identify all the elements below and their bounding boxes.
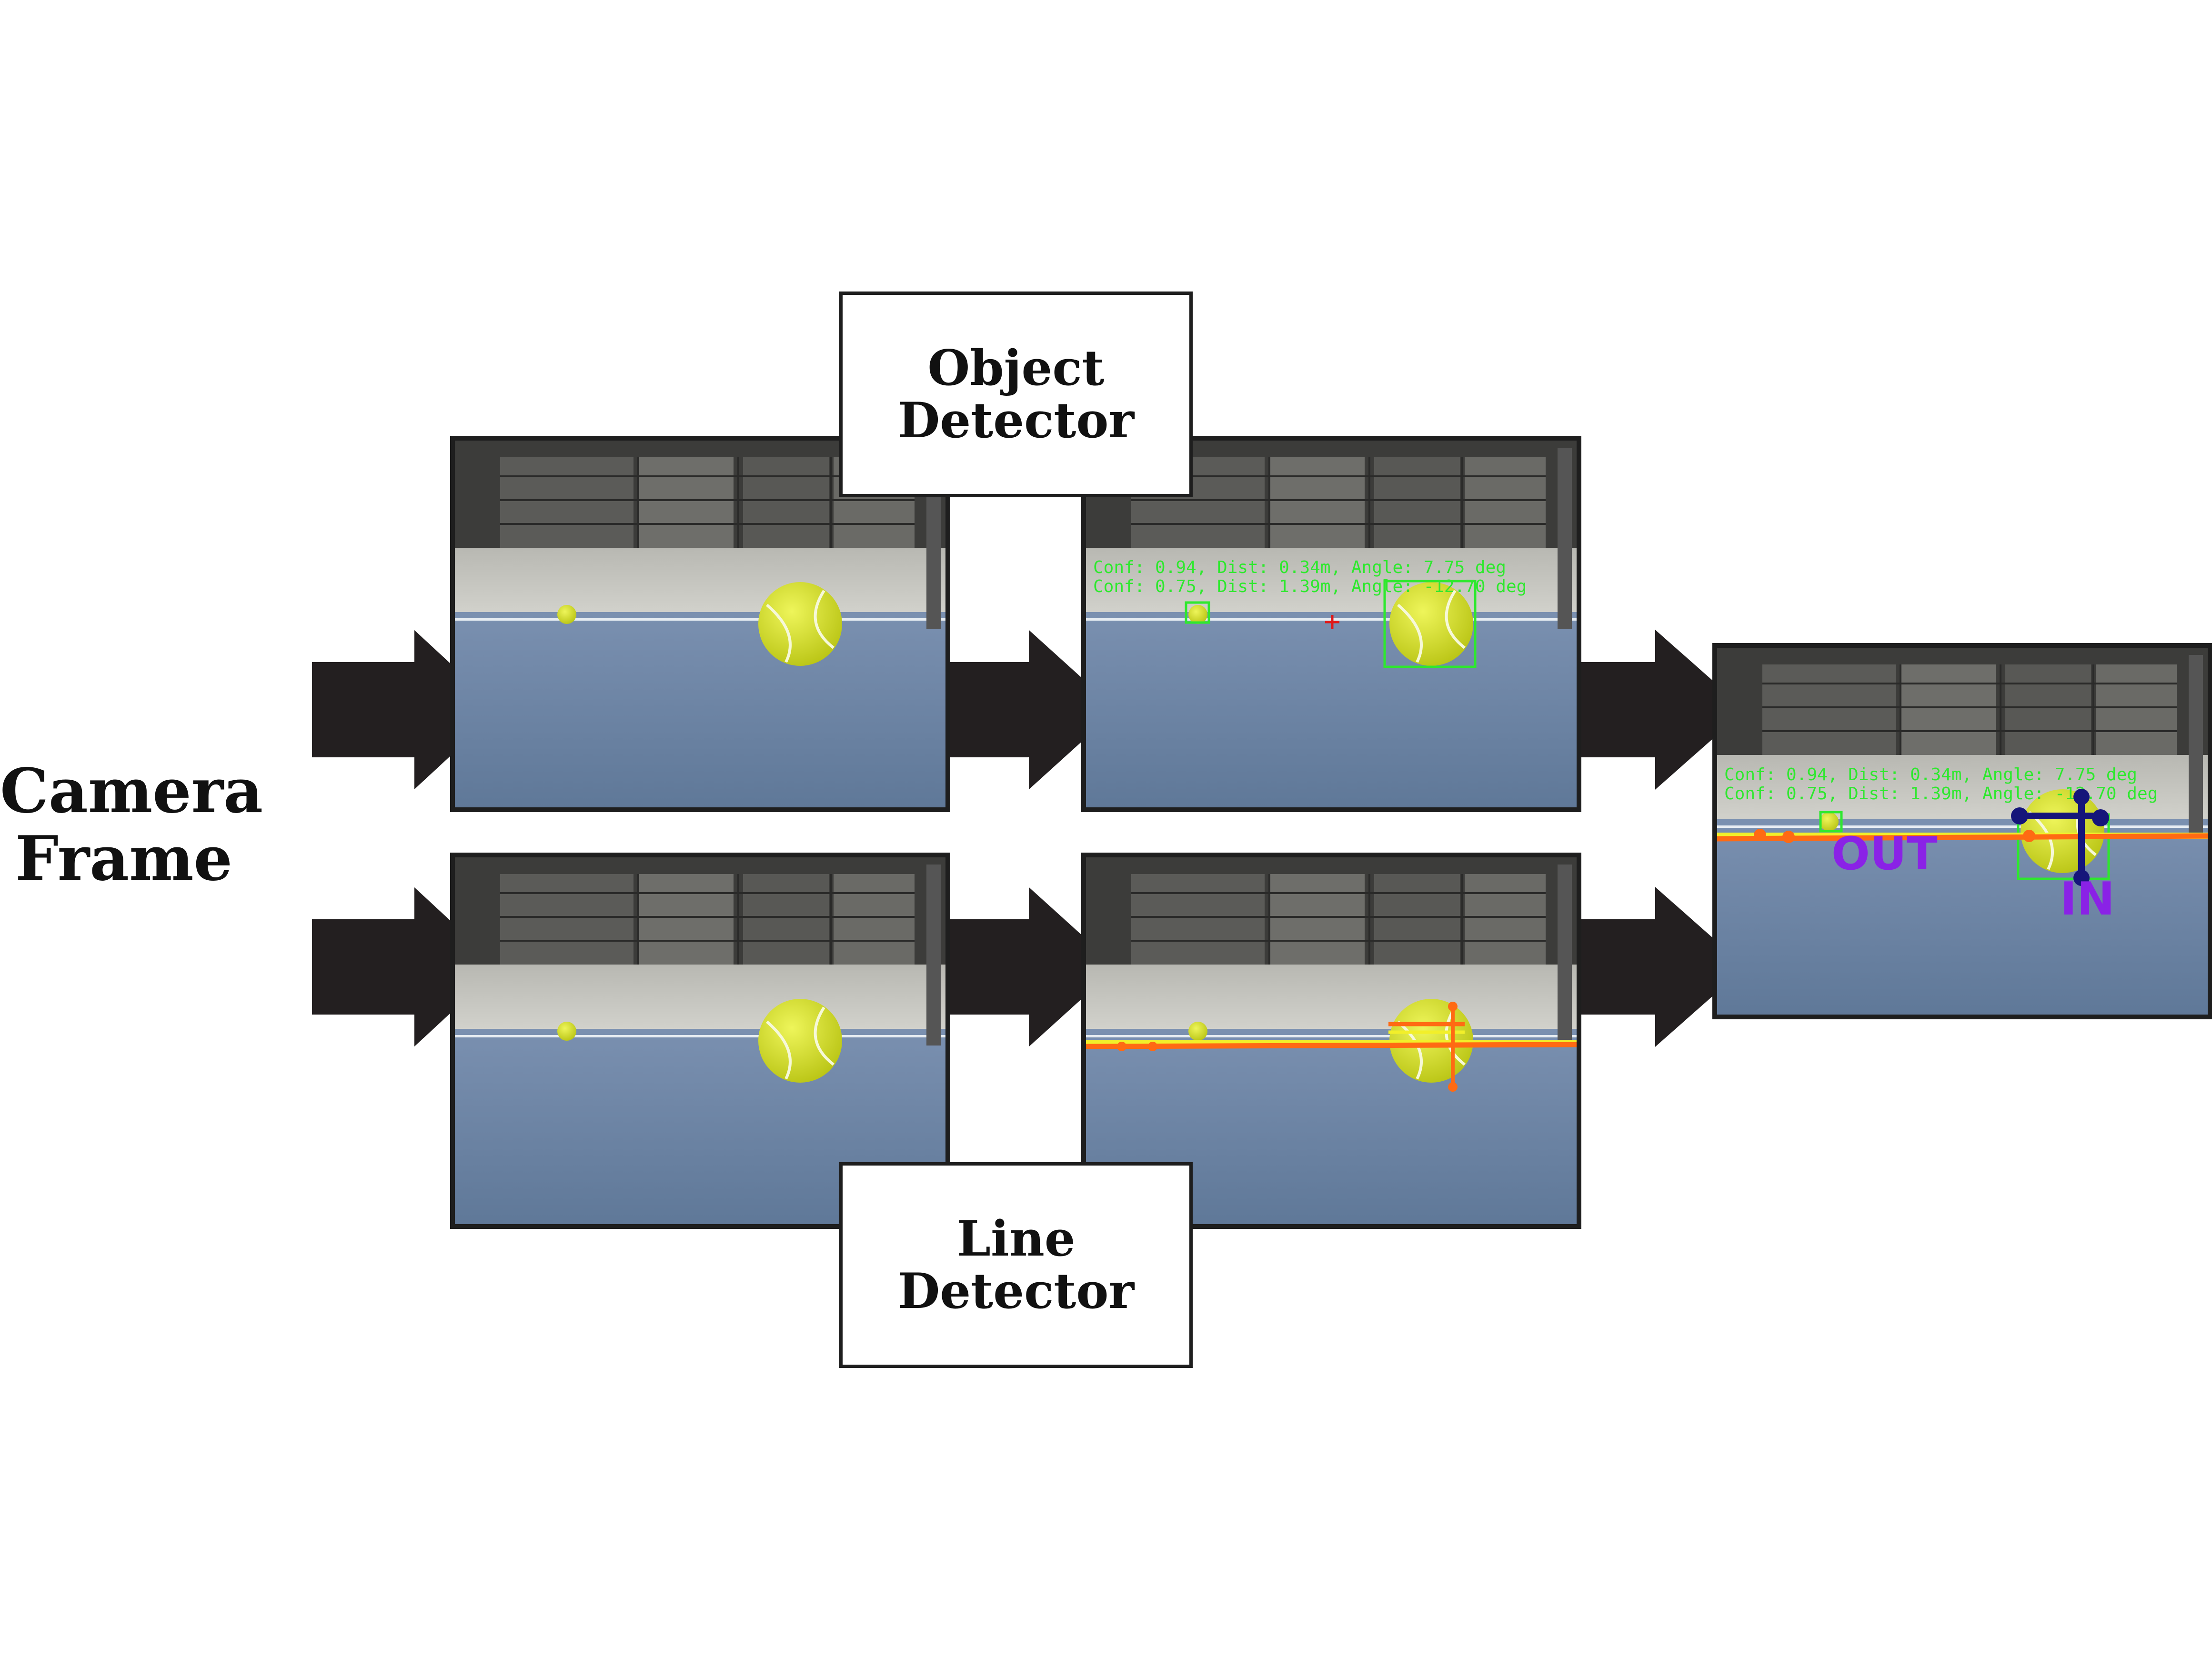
verdict-out: OUT <box>1831 828 1938 880</box>
object-detector-box: Object Detector <box>839 292 1193 497</box>
line-detector-box: Line Detector <box>839 1162 1193 1368</box>
object-detection-frame: Conf: 0.94, Dist: 0.34m, Angle: 7.75 deg… <box>1081 436 1581 812</box>
line-detector-label-line-1: Line <box>956 1210 1076 1267</box>
object-detector-label-line-2: Detector <box>897 392 1135 449</box>
fused-detection-text-2: Conf: 0.75, Dist: 1.39m, Angle: -12.70 d… <box>1724 784 2158 804</box>
camera-frame-label-line-2: Frame <box>15 823 232 895</box>
center-crosshair <box>1325 615 1339 629</box>
camera-frame-label-line-1: Camera <box>0 755 263 827</box>
line-detector-label-line-2: Detector <box>897 1263 1135 1320</box>
object-detector-label-line-1: Object <box>927 340 1105 397</box>
fused-result-frame: Conf: 0.94, Dist: 0.34m, Angle: 7.75 deg… <box>1712 643 2212 1019</box>
fused-box-small-ball <box>1819 811 1843 833</box>
detection-text-1: Conf: 0.94, Dist: 0.34m, Angle: 7.75 deg <box>1093 558 1506 577</box>
camera-frame-label: Camera Frame <box>0 755 263 895</box>
camera-frame-bottom <box>450 853 950 1229</box>
camera-frame-top <box>450 436 950 812</box>
contact-marker <box>2011 789 2109 886</box>
fused-detection-text-1: Conf: 0.94, Dist: 0.34m, Angle: 7.75 deg <box>1724 765 2137 784</box>
verdict-in: IN <box>2060 873 2115 925</box>
detection-box-small-ball <box>1185 601 1210 624</box>
line-detection-frame <box>1081 853 1581 1229</box>
detected-court-line <box>1083 1042 1579 1049</box>
detection-box-large-ball <box>1383 580 1477 668</box>
detection-text-2: Conf: 0.75, Dist: 1.39m, Angle: -12.70 d… <box>1093 577 1527 596</box>
